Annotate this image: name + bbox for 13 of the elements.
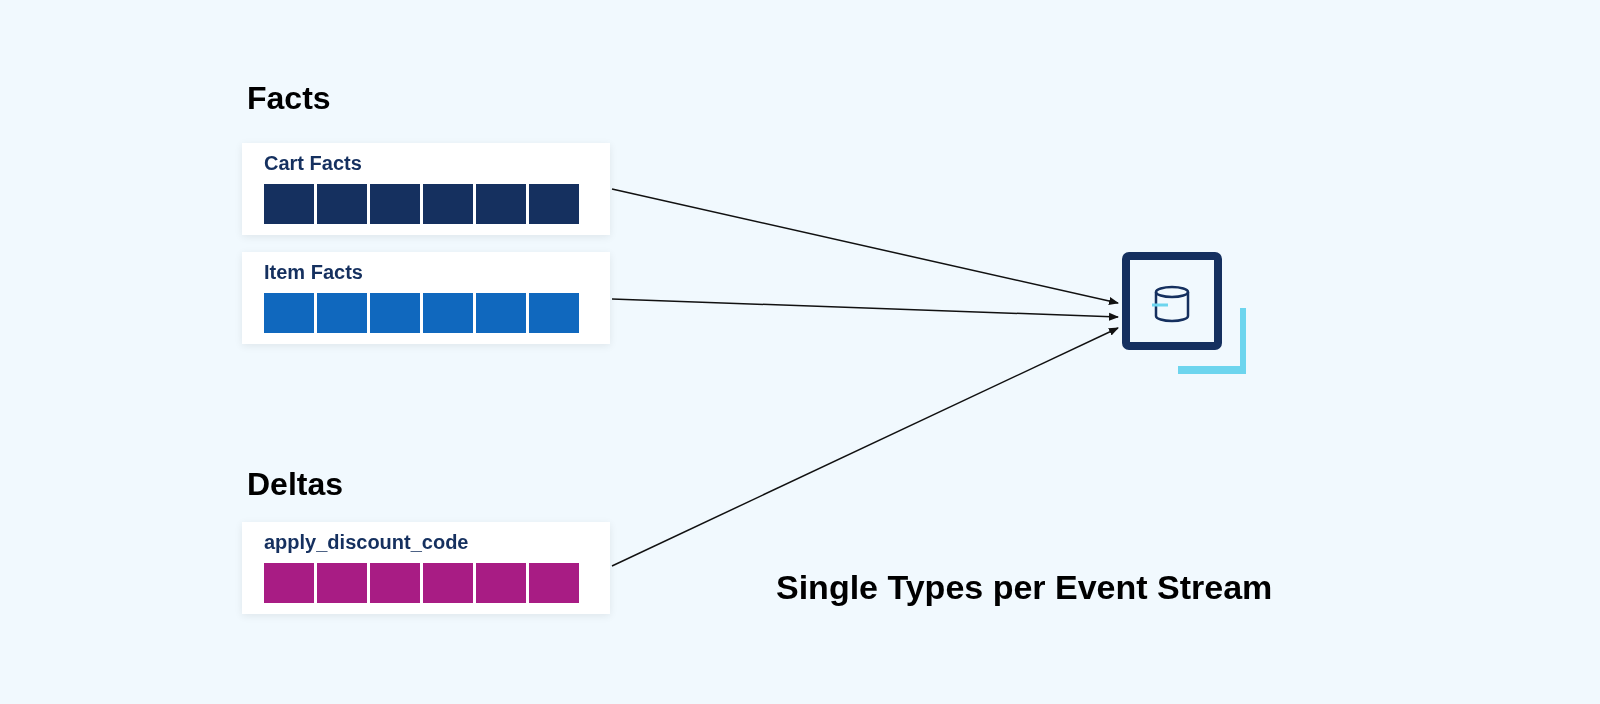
event-stream-card [242, 252, 610, 344]
event-stream-card [242, 143, 610, 235]
arrow [611, 327, 1119, 567]
stream-name: Item Facts [264, 260, 364, 285]
stream-name: Cart Facts [264, 151, 363, 176]
database-icon [1122, 252, 1246, 374]
event-stream-card [242, 522, 610, 614]
section-heading: Facts [247, 82, 331, 114]
caption: Single Types per Event Stream [776, 570, 1273, 604]
arrow [611, 298, 1119, 321]
arrow [611, 188, 1119, 305]
stream-name: apply_discount_code [264, 530, 470, 555]
section-heading: Deltas [247, 468, 344, 500]
